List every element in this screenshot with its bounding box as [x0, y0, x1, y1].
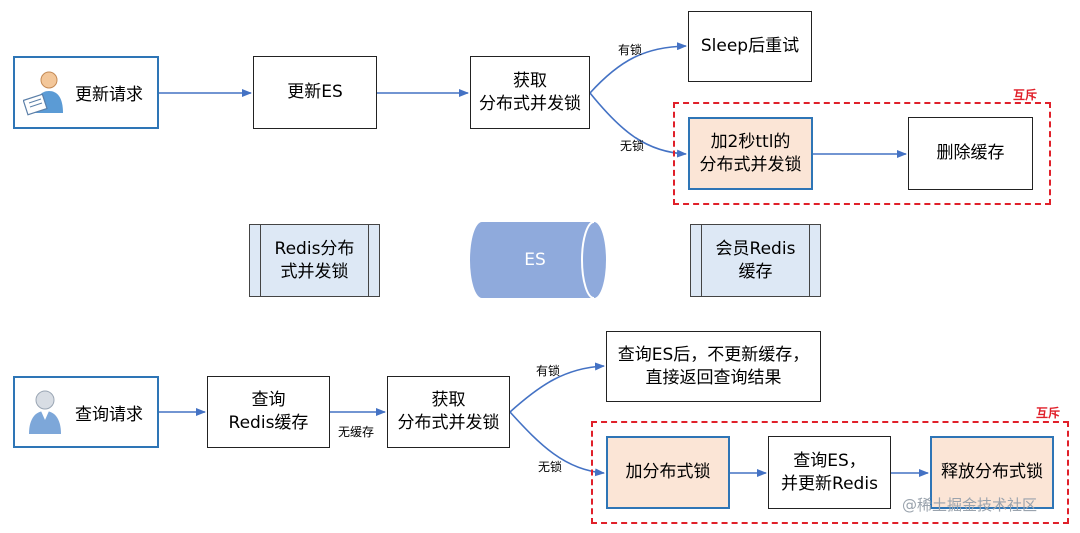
legend-es-label: ES	[524, 250, 546, 270]
delete-cache-node: 删除缓存	[908, 117, 1033, 190]
edge-label-has-lock-top: 有锁	[618, 43, 643, 57]
update-request-node: 更新请求	[13, 56, 159, 129]
edge-label-has-lock-bottom: 有锁	[536, 364, 561, 378]
arrow-has-lock-to-query-es-no-update	[509, 362, 605, 413]
mutex-region-top	[673, 102, 1051, 205]
watermark: @稀土掘金技术社区	[902, 496, 1038, 514]
sleep-retry-node: Sleep后重试	[688, 11, 812, 82]
arrow-has-lock-to-sleep-retry	[589, 42, 687, 94]
query-es-update-redis-node: 查询ES， 并更新Redis	[768, 436, 891, 509]
legend-bar-left	[250, 225, 261, 296]
edge-label-no-cache: 无缓存	[338, 425, 375, 439]
edge-label-no-lock-top: 无锁	[620, 139, 645, 153]
user-with-document-icon	[23, 71, 63, 115]
legend-bar-right	[368, 225, 379, 296]
arrow-no-lock-to-add-ttl-lock	[589, 92, 687, 158]
query-request-node: 查询请求	[13, 376, 159, 448]
update-es-node: 更新ES	[253, 56, 377, 129]
mutex-region-bottom	[591, 421, 1069, 524]
query-request-label: 查询请求	[75, 404, 143, 425]
mutex-label-top: 互斥	[1013, 88, 1038, 102]
legend-bar-right	[809, 225, 820, 296]
edge-label-no-lock-bottom: 无锁	[538, 460, 563, 474]
add-lock-node: 加分布式锁	[606, 436, 730, 509]
acquire-lock-node-bottom: 获取 分布式并发锁	[387, 376, 510, 448]
add-ttl-lock-node: 加2秒ttl的 分布式并发锁	[688, 117, 813, 190]
query-redis-cache-node: 查询 Redis缓存	[207, 376, 330, 448]
legend-member-redis-label: 会员Redis 缓存	[715, 238, 796, 282]
es-cylinder-icon	[470, 221, 606, 299]
acquire-lock-node-top: 获取 分布式并发锁	[470, 56, 590, 129]
mutex-label-bottom: 互斥	[1036, 406, 1061, 420]
legend-redis-lock-label: Redis分布 式并发锁	[274, 238, 355, 282]
query-es-no-update-node: 查询ES后，不更新缓存， 直接返回查询结果	[606, 331, 821, 402]
user-icon	[29, 390, 61, 434]
legend-member-redis: 会员Redis 缓存	[690, 224, 821, 297]
release-lock-node: 释放分布式锁	[930, 436, 1054, 509]
update-request-label: 更新请求	[75, 85, 143, 105]
legend-redis-lock: Redis分布 式并发锁	[249, 224, 380, 297]
legend-bar-left	[691, 225, 702, 296]
